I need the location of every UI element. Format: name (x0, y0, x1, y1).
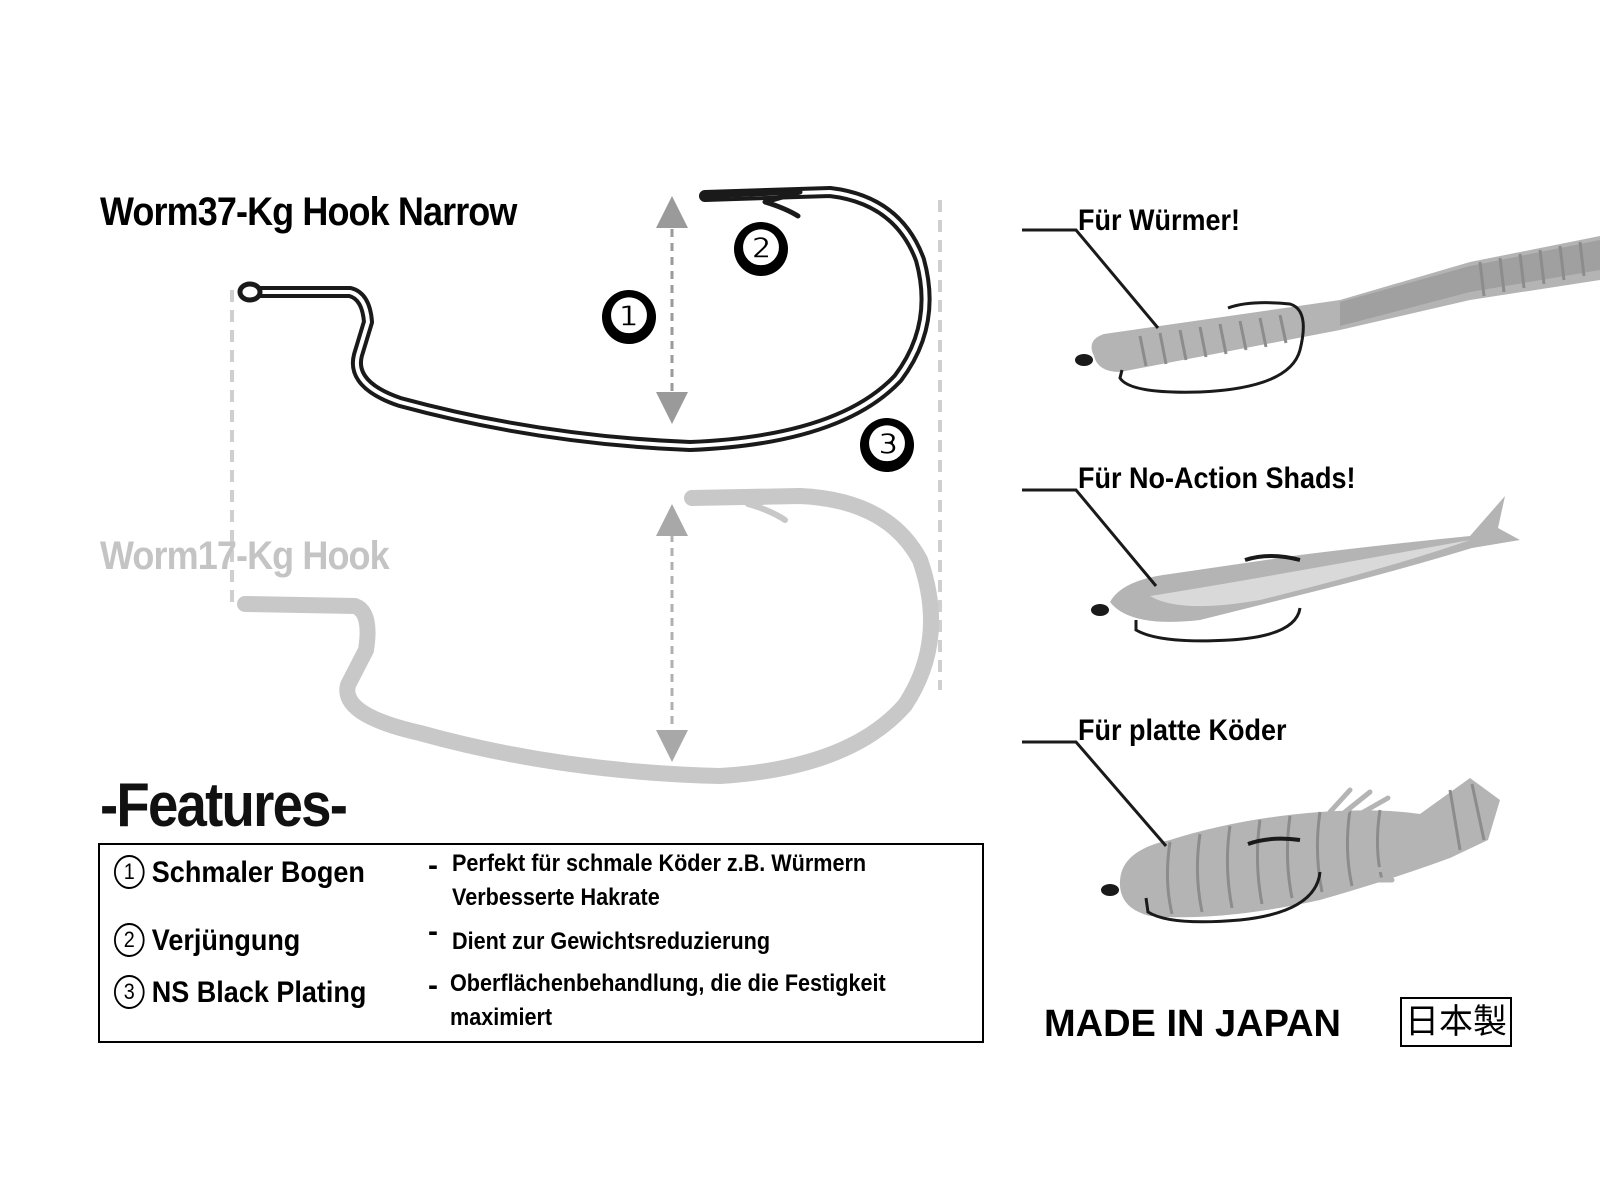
leader-lines (1022, 228, 1168, 847)
feature-dash-2: - (428, 915, 438, 948)
feature-number-2: 2 (114, 923, 145, 957)
feature-desc-3a: Oberflächenbehandlung, die die Festigkei… (450, 970, 886, 997)
made-in-japanese-badge: 日本製 (1400, 997, 1512, 1047)
use-label-worms: Für Würmer! (1078, 204, 1240, 237)
width-arrow-ghost (656, 504, 688, 762)
ghost-hook-title: Worm17-Kg Hook (100, 534, 390, 578)
main-hook (237, 186, 932, 452)
feature-dash-3: - (428, 969, 438, 1002)
use-label-shads: Für No-Action Shads! (1078, 462, 1356, 495)
made-in-label: MADE IN JAPAN (1044, 1003, 1341, 1045)
feature-desc-1b: Verbesserte Hakrate (452, 884, 660, 911)
use-label-flat-baits: Für platte Köder (1078, 714, 1287, 747)
feature-desc-1a: Perfekt für schmale Köder z.B. Würmern (452, 850, 867, 877)
ghost-hook (237, 488, 940, 784)
worm-bait-illustration (1075, 236, 1600, 394)
feature-dash-1: - (428, 849, 438, 882)
width-arrow-main (656, 196, 688, 424)
feature-number-3: 3 (114, 975, 145, 1009)
shad-bait-illustration (1091, 496, 1520, 643)
main-hook-title: Worm37-Kg Hook Narrow (100, 190, 517, 234)
feature-desc-3b: maximiert (450, 1004, 553, 1031)
marker-3: ❸ (860, 418, 914, 472)
flat-bait-illustration (1101, 778, 1500, 924)
feature-desc-2: Dient zur Gewichtsreduzierung (452, 928, 771, 955)
marker-1: ❶ (602, 290, 656, 344)
features-heading: -Features- (100, 771, 348, 840)
feature-number-1: 1 (114, 855, 145, 889)
marker-2: ❷ (734, 222, 788, 276)
